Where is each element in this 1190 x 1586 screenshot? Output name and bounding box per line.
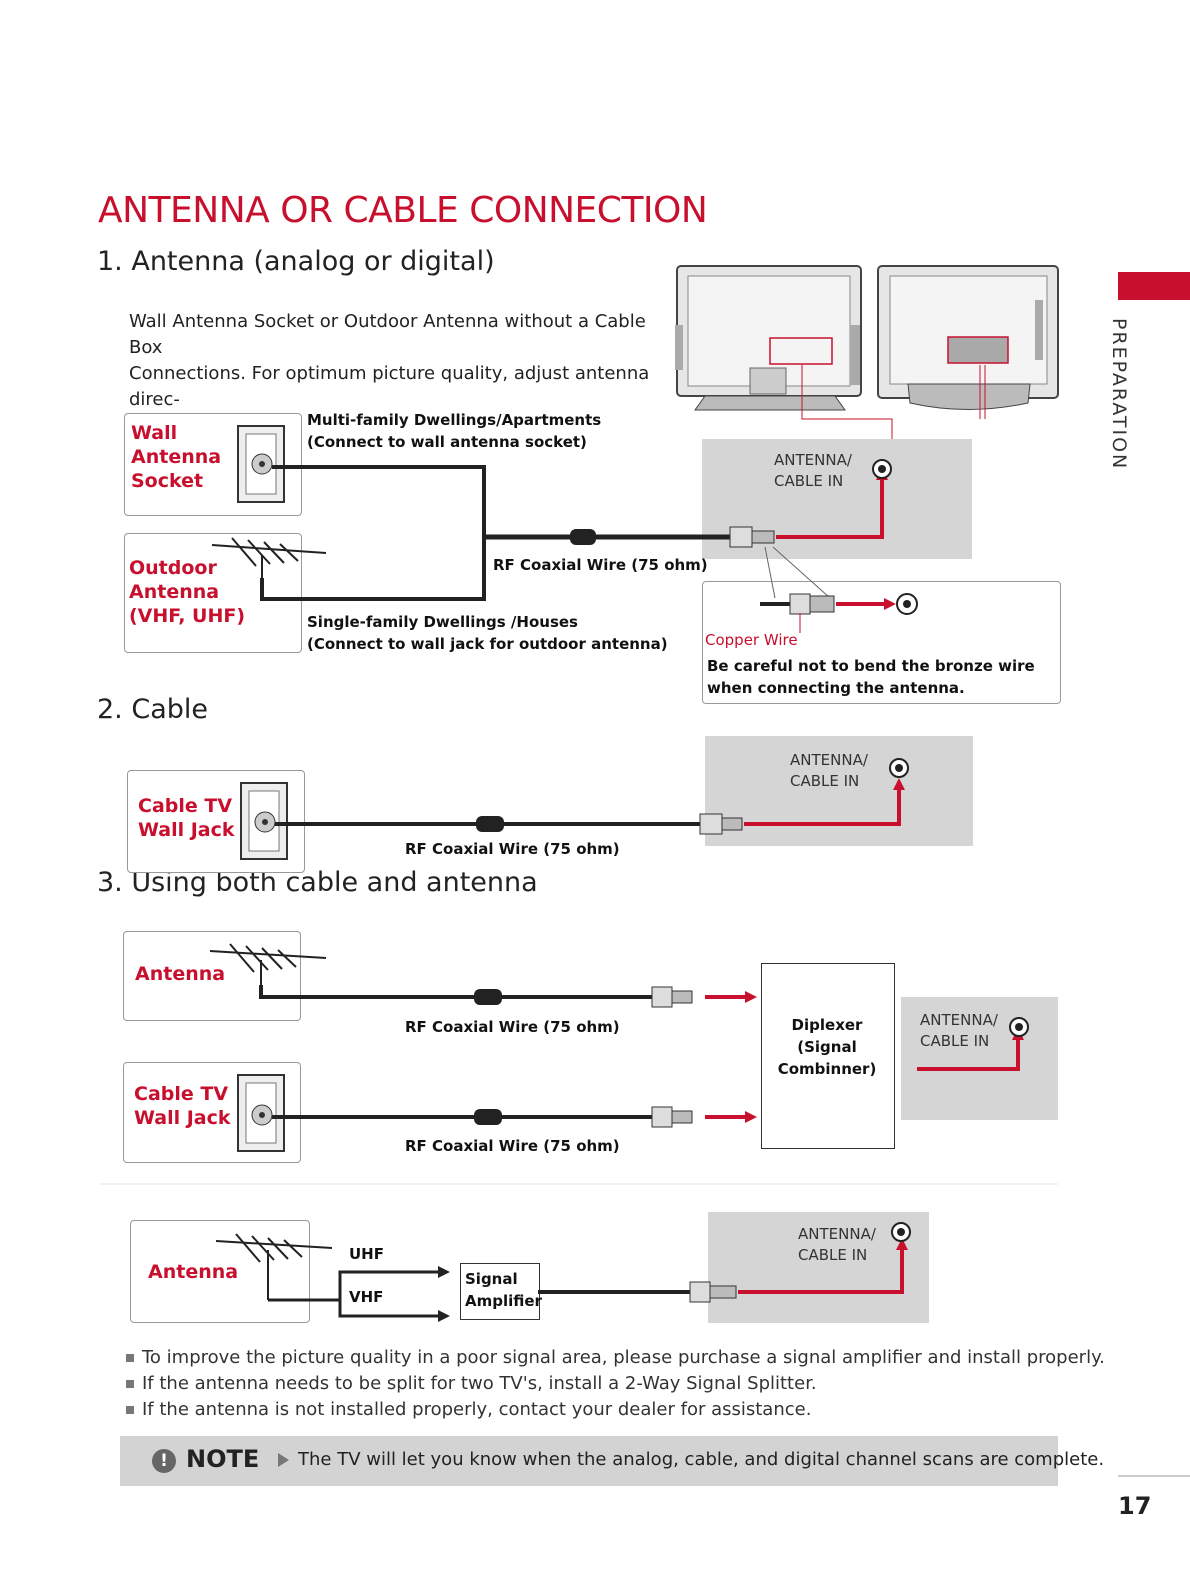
side-section-label: PREPARATION [1108, 318, 1130, 471]
list-item: To improve the picture quality in a poor… [126, 1345, 1105, 1371]
outdoor-antenna-label: Outdoor Antenna (VHF, UHF) [129, 556, 245, 628]
copper-wire-note: Be careful not to bend the bronze wire w… [707, 655, 1035, 699]
antenna-cable-in-port-label-2: ANTENNA/ CABLE IN [790, 750, 868, 792]
wall-plate-2 [240, 782, 288, 860]
note-label: NOTE [186, 1445, 260, 1473]
antenna-cable-in-port-label-3: ANTENNA/ CABLE IN [920, 1010, 998, 1052]
antenna-box-4 [130, 1220, 310, 1323]
note-text: The TV will let you know when the analog… [298, 1449, 1105, 1470]
list-item: If the antenna needs to be split for two… [126, 1371, 1105, 1397]
label-line: Wall Jack [138, 819, 235, 841]
label-line: Cable TV [134, 1083, 229, 1105]
tv-rear-left-illustration [675, 265, 862, 411]
copper-wire-callout [702, 581, 1061, 704]
wall-plate-1 [237, 425, 285, 503]
wall-plate-3 [237, 1074, 285, 1152]
vhf-label: VHF [349, 1288, 384, 1306]
label-line: Amplifier [465, 1292, 542, 1310]
uhf-label: UHF [349, 1245, 384, 1263]
port-line: CABLE IN [790, 772, 860, 790]
antenna-symbol-3 [209, 943, 327, 985]
tv-rear-right-illustration [877, 265, 1059, 410]
text-line: (Connect to wall antenna socket) [307, 433, 587, 451]
bullet-icon [126, 1406, 134, 1414]
list-item-text: If the antenna needs to be split for two… [142, 1373, 817, 1394]
description-line: Connections. For optimum picture quality… [129, 363, 650, 410]
bullet-icon [126, 1380, 134, 1388]
tv-port-panel-3 [901, 997, 1058, 1120]
multi-family-text: Multi-family Dwellings/Apartments (Conne… [307, 409, 601, 453]
label-line: Socket [131, 470, 204, 492]
page-number: 17 [1118, 1492, 1152, 1520]
port-line: ANTENNA/ [920, 1011, 998, 1029]
rf-wire-label-3a: RF Coaxial Wire (75 ohm) [405, 1018, 620, 1036]
label-line: Cable TV [138, 795, 233, 817]
antenna-label-4: Antenna [148, 1261, 239, 1283]
single-family-text: Single-family Dwellings /Houses (Connect… [307, 611, 668, 655]
antenna-cable-in-port-label-4: ANTENNA/ CABLE IN [798, 1224, 876, 1266]
antenna-cable-in-port-label-1: ANTENNA/ CABLE IN [774, 450, 852, 492]
rf-wire-label-3b: RF Coaxial Wire (75 ohm) [405, 1137, 620, 1155]
port-line: ANTENNA/ [790, 751, 868, 769]
description-line: Wall Antenna Socket or Outdoor Antenna w… [129, 311, 646, 358]
outdoor-antenna-symbol [211, 537, 327, 580]
port-line: CABLE IN [920, 1032, 990, 1050]
port-line: ANTENNA/ [774, 451, 852, 469]
text-line: Multi-family Dwellings/Apartments [307, 411, 602, 429]
list-item: If the antenna is not installed properly… [126, 1397, 1105, 1423]
list-item-text: To improve the picture quality in a poor… [142, 1347, 1105, 1368]
label-line: Wall Jack [134, 1107, 231, 1129]
text-line: Single-family Dwellings /Houses [307, 613, 578, 631]
cable-tv-wall-jack-label-2: Cable TV Wall Jack [138, 794, 235, 842]
section2-heading: 2. Cable [97, 694, 208, 725]
label-line: Antenna [131, 446, 222, 468]
coax-connector-1 [729, 526, 775, 548]
label-line: (Signal [797, 1038, 857, 1056]
antenna-symbol-4 [215, 1233, 333, 1300]
copper-connector-detail [760, 593, 918, 615]
label-line: Wall [131, 422, 178, 444]
bullet-icon [126, 1354, 134, 1362]
page-title: ANTENNA OR CABLE CONNECTION [98, 190, 708, 231]
rf-wire-label-2: RF Coaxial Wire (75 ohm) [405, 840, 620, 858]
section1-heading: 1. Antenna (analog or digital) [97, 246, 495, 277]
label-line: (VHF, UHF) [129, 605, 246, 627]
port-line: CABLE IN [798, 1246, 868, 1264]
signal-amplifier-box [460, 1263, 540, 1320]
wall-antenna-socket-label: Wall Antenna Socket [131, 421, 221, 493]
note-arrow-icon [278, 1453, 289, 1467]
note-alert-icon: ! [152, 1449, 176, 1473]
text-line: (Connect to wall jack for outdoor antenn… [307, 635, 668, 653]
signal-amplifier-label: Signal Amplifier [465, 1268, 542, 1312]
rf-wire-label-1: RF Coaxial Wire (75 ohm) [493, 556, 708, 574]
label-line: Combinner) [777, 1060, 877, 1078]
tips-list: To improve the picture quality in a poor… [126, 1345, 1105, 1423]
note-bar: ! NOTE The TV will let you know when the… [120, 1436, 1104, 1486]
side-tab-marker [1118, 272, 1190, 300]
diplexer-box [761, 963, 895, 1149]
label-line: Antenna [129, 581, 220, 603]
port-line: ANTENNA/ [798, 1225, 876, 1243]
cable-tv-wall-jack-label-3: Cable TV Wall Jack [134, 1082, 231, 1130]
note-line: when connecting the antenna. [707, 679, 965, 697]
tv-port-panel-2 [705, 736, 973, 846]
label-line: Signal [465, 1270, 518, 1288]
label-line: Outdoor [129, 557, 217, 579]
diplexer-label: Diplexer (Signal Combinner) [761, 1014, 893, 1080]
label-line: Diplexer [791, 1016, 863, 1034]
note-line: Be careful not to bend the bronze wire [707, 657, 1035, 675]
copper-wire-label: Copper Wire [705, 631, 798, 649]
antenna-label-3: Antenna [135, 963, 226, 985]
list-item-text: If the antenna is not installed properly… [142, 1399, 812, 1420]
outdoor-antenna-box [124, 533, 302, 653]
port-line: CABLE IN [774, 472, 844, 490]
antenna-box-3 [123, 931, 301, 1021]
